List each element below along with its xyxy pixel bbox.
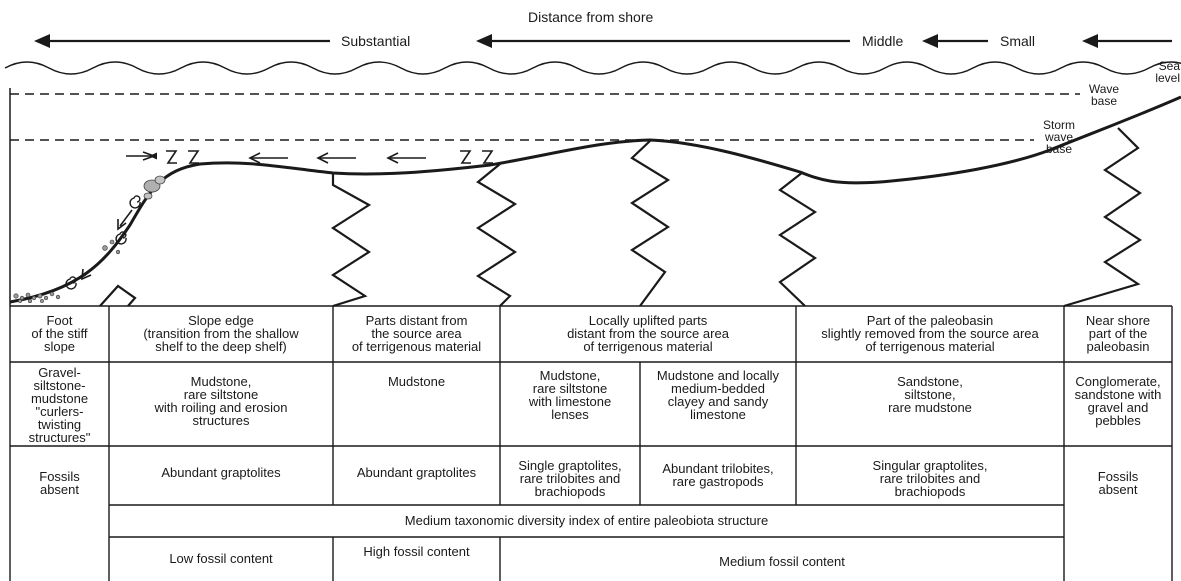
fossils-foot-of-slope: Fossils absent <box>39 469 80 497</box>
fossils-distant-parts: Abundant graptolites <box>356 465 477 480</box>
lithology-foot-of-slope: Gravel- siltstone- mudstone "curlers- tw… <box>28 365 91 445</box>
fossils-uplifted-b: Abundant trilobites, rare gastropods <box>662 461 774 489</box>
lithology-distant-parts: Mudstone <box>387 374 446 389</box>
label-storm-wave-base: Storm wave base <box>1042 118 1075 156</box>
fossils-uplifted-a: Single graptolites, rare trilobites and … <box>518 458 622 499</box>
slope-debris <box>13 175 166 303</box>
label-middle: Middle <box>862 33 904 49</box>
zone-foot-of-slope: Foot of the stiff slope <box>31 313 88 354</box>
zigzag-boundary <box>99 284 137 307</box>
gravel-patch <box>13 239 121 303</box>
zone-uplifted-parts: Locally uplifted parts distant from the … <box>567 313 729 354</box>
zigzag-boundary <box>1063 127 1143 308</box>
fossils-slope-edge: Abundant graptolites <box>161 465 281 480</box>
zigzag-boundary <box>777 171 818 307</box>
sea-level-wave <box>4 61 1181 75</box>
label-wave-base: Wave base <box>1088 82 1120 108</box>
arrowhead <box>922 34 938 48</box>
content-medium: Medium fossil content <box>719 554 845 569</box>
pebble <box>154 175 166 185</box>
pebble <box>143 179 161 193</box>
lithology-near-shore: Conglomerate, sandstone with gravel and … <box>1074 374 1162 428</box>
lithology-uplifted-a: Mudstone, rare siltstone with limestone … <box>528 368 612 422</box>
zone-paleobasin-part: Part of the paleobasin slightly removed … <box>821 313 1039 354</box>
lithology-slope-edge: Mudstone, rare siltstone with roiling an… <box>154 374 288 428</box>
arrowhead <box>248 152 261 164</box>
slope-arrow <box>83 261 101 277</box>
distance-arrows <box>34 34 1172 48</box>
zone-distant-parts: Parts distant from the source area of te… <box>351 313 482 354</box>
arrowhead <box>1082 34 1098 48</box>
zone-slope-edge: Slope edge (transition from the shallow … <box>143 313 299 354</box>
slope-arrow <box>119 209 133 227</box>
curl-symbol <box>482 150 494 164</box>
arrowhead <box>316 152 329 164</box>
content-high: High fossil content <box>363 544 470 559</box>
arrowhead <box>476 34 492 48</box>
lithology-uplifted-b: Mudstone and locally medium-bedded claye… <box>656 368 780 422</box>
curl-symbol <box>460 150 472 164</box>
arrowhead <box>386 152 399 164</box>
zone-near-shore: Near shore part of the paleobasin <box>1085 313 1151 354</box>
seafloor-profile <box>9 95 1181 304</box>
zigzag-boundary <box>330 173 372 308</box>
curler-spiral <box>65 276 77 290</box>
curl-symbol <box>188 150 200 164</box>
arrowhead <box>81 268 92 281</box>
fossils-near-shore: Fossils absent <box>1097 469 1139 497</box>
label-substantial: Substantial <box>341 33 411 49</box>
lithology-paleobasin-part: Sandstone, siltstone, rare mudstone <box>888 374 972 415</box>
zigzag-boundary <box>629 140 671 307</box>
label-sea-level: Sea level <box>1155 59 1180 85</box>
arrowhead <box>117 219 127 231</box>
fossils-paleobasin-part: Singular graptolites, rare trilobites an… <box>872 458 988 499</box>
arrowhead <box>34 34 50 48</box>
content-low: Low fossil content <box>169 551 273 566</box>
current-symbols <box>126 150 494 164</box>
curl-symbol <box>166 150 178 164</box>
curler-spiral <box>115 231 127 245</box>
table-grid <box>9 305 1173 581</box>
zigzag-boundary <box>475 163 518 307</box>
diversity-index: Medium taxonomic diversity index of enti… <box>404 513 769 528</box>
curler-spiral <box>129 195 141 209</box>
facies-boundaries <box>99 127 1143 308</box>
pebble <box>143 192 153 200</box>
distance-title: Distance from shore <box>528 9 654 25</box>
label-small: Small <box>1000 33 1036 49</box>
arrowhead <box>142 151 157 161</box>
